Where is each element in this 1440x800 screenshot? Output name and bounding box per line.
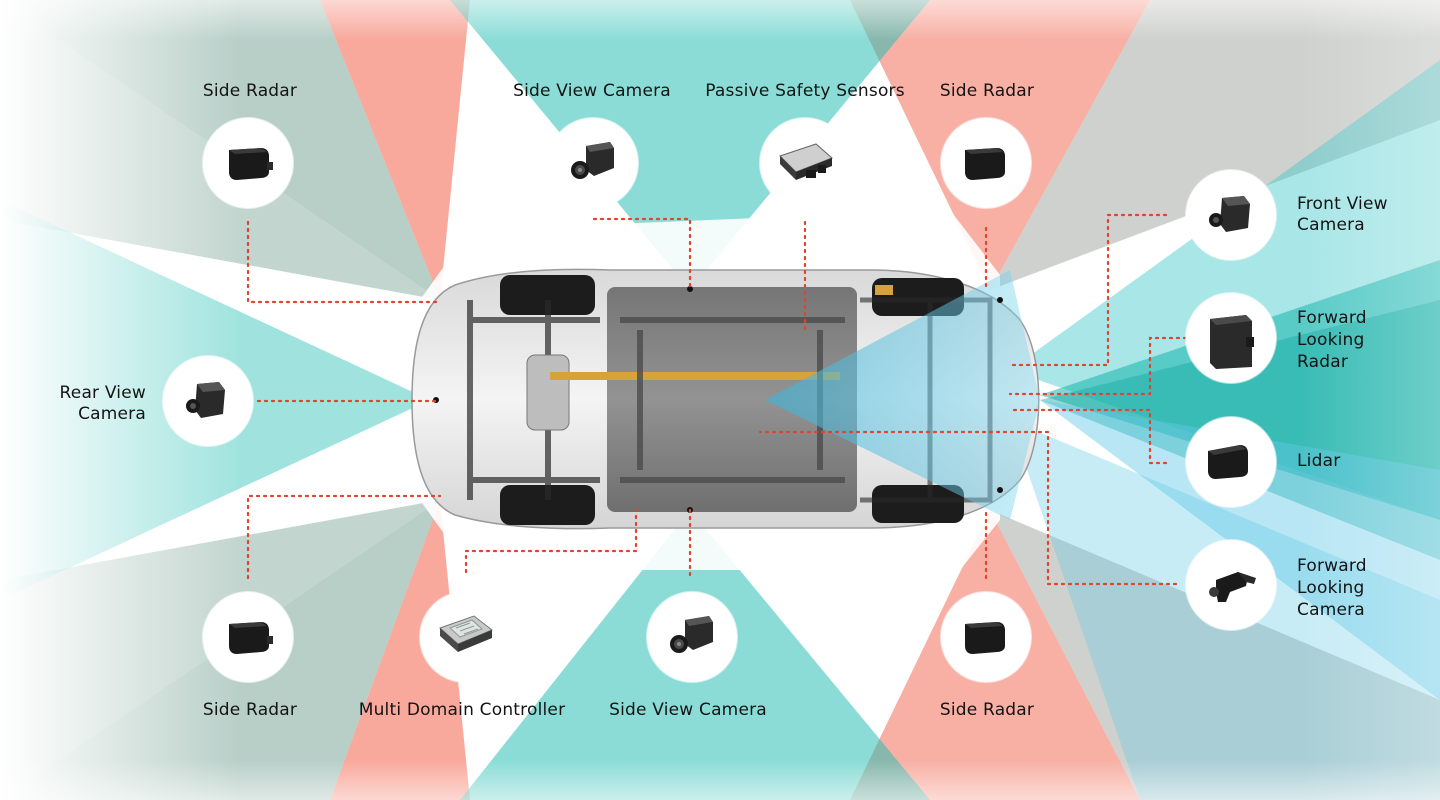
side-view-camera-top-label: Side View Camera xyxy=(513,81,671,102)
rear-view-camera-label-line-2: Camera xyxy=(40,404,146,425)
side-radar-top-left-node[interactable] xyxy=(203,118,293,208)
forward-looking-radar-label-line-2: Looking xyxy=(1297,329,1367,351)
forward-looking-camera-label-line-3: Camera xyxy=(1297,599,1367,621)
lidar-label: Lidar xyxy=(1297,451,1340,472)
side-radar-top-right-node[interactable] xyxy=(941,118,1031,208)
camera-icon xyxy=(1186,170,1276,260)
side-view-camera-bottom-node[interactable] xyxy=(647,592,737,682)
side-view-camera-top-node[interactable] xyxy=(548,118,638,208)
forward-looking-camera-label-line-2: Looking xyxy=(1297,577,1367,599)
radar-sensor-icon xyxy=(203,118,293,208)
forward-looking-camera-label-line-1: Forward xyxy=(1297,555,1367,577)
connector-lidar xyxy=(1010,410,1166,463)
connector-side-radar-bottom-left xyxy=(248,496,440,578)
forward-looking-radar-label-line-1: Forward xyxy=(1297,307,1367,329)
forward-looking-radar-label-line-3: Radar xyxy=(1297,351,1367,373)
radar-sensor-icon xyxy=(941,592,1031,682)
connector-side-view-camera-top xyxy=(594,219,690,290)
multi-domain-controller-label: Multi Domain Controller xyxy=(359,700,566,721)
lidar-sensor-icon xyxy=(1186,417,1276,507)
connector-side-radar-top-left xyxy=(248,222,440,302)
side-radar-bottom-right-node[interactable] xyxy=(941,592,1031,682)
windshield-camera-icon xyxy=(1186,540,1276,630)
passive-safety-sensors-label: Passive Safety Sensors xyxy=(705,81,905,102)
side-radar-top-right-label: Side Radar xyxy=(940,81,1034,102)
circuit-board-icon xyxy=(420,592,510,682)
forward-looking-radar-label: Forward Looking Radar xyxy=(1297,307,1367,373)
front-view-camera-label: Front View Camera xyxy=(1297,194,1388,236)
front-view-camera-label-line-1: Front View xyxy=(1297,194,1388,215)
radar-sensor-icon xyxy=(203,592,293,682)
connector-forward-camera xyxy=(760,432,1176,584)
rear-view-camera-node[interactable] xyxy=(163,356,253,446)
forward-looking-radar-node[interactable] xyxy=(1186,293,1276,383)
camera-icon xyxy=(548,118,638,208)
lidar-node[interactable] xyxy=(1186,417,1276,507)
front-view-camera-label-line-2: Camera xyxy=(1297,215,1388,236)
side-radar-top-left-label: Side Radar xyxy=(203,81,297,102)
radar-sensor-icon xyxy=(941,118,1031,208)
connector-front-view-camera xyxy=(1010,215,1166,365)
forward-looking-camera-node[interactable] xyxy=(1186,540,1276,630)
side-radar-bottom-left-node[interactable] xyxy=(203,592,293,682)
side-radar-bottom-left-label: Side Radar xyxy=(203,700,297,721)
camera-icon xyxy=(163,356,253,446)
forward-looking-camera-label: Forward Looking Camera xyxy=(1297,555,1367,621)
camera-icon xyxy=(647,592,737,682)
control-module-icon xyxy=(760,118,850,208)
connector-mdc xyxy=(466,510,636,572)
rear-view-camera-label: Rear View Camera xyxy=(40,383,146,425)
passive-safety-sensors-node[interactable] xyxy=(760,118,850,208)
side-radar-bottom-right-label: Side Radar xyxy=(940,700,1034,721)
rear-view-camera-label-line-1: Rear View xyxy=(40,383,146,404)
multi-domain-controller-node[interactable] xyxy=(420,592,510,682)
front-view-camera-node[interactable] xyxy=(1186,170,1276,260)
side-view-camera-bottom-label: Side View Camera xyxy=(609,700,767,721)
radar-panel-icon xyxy=(1186,293,1276,383)
